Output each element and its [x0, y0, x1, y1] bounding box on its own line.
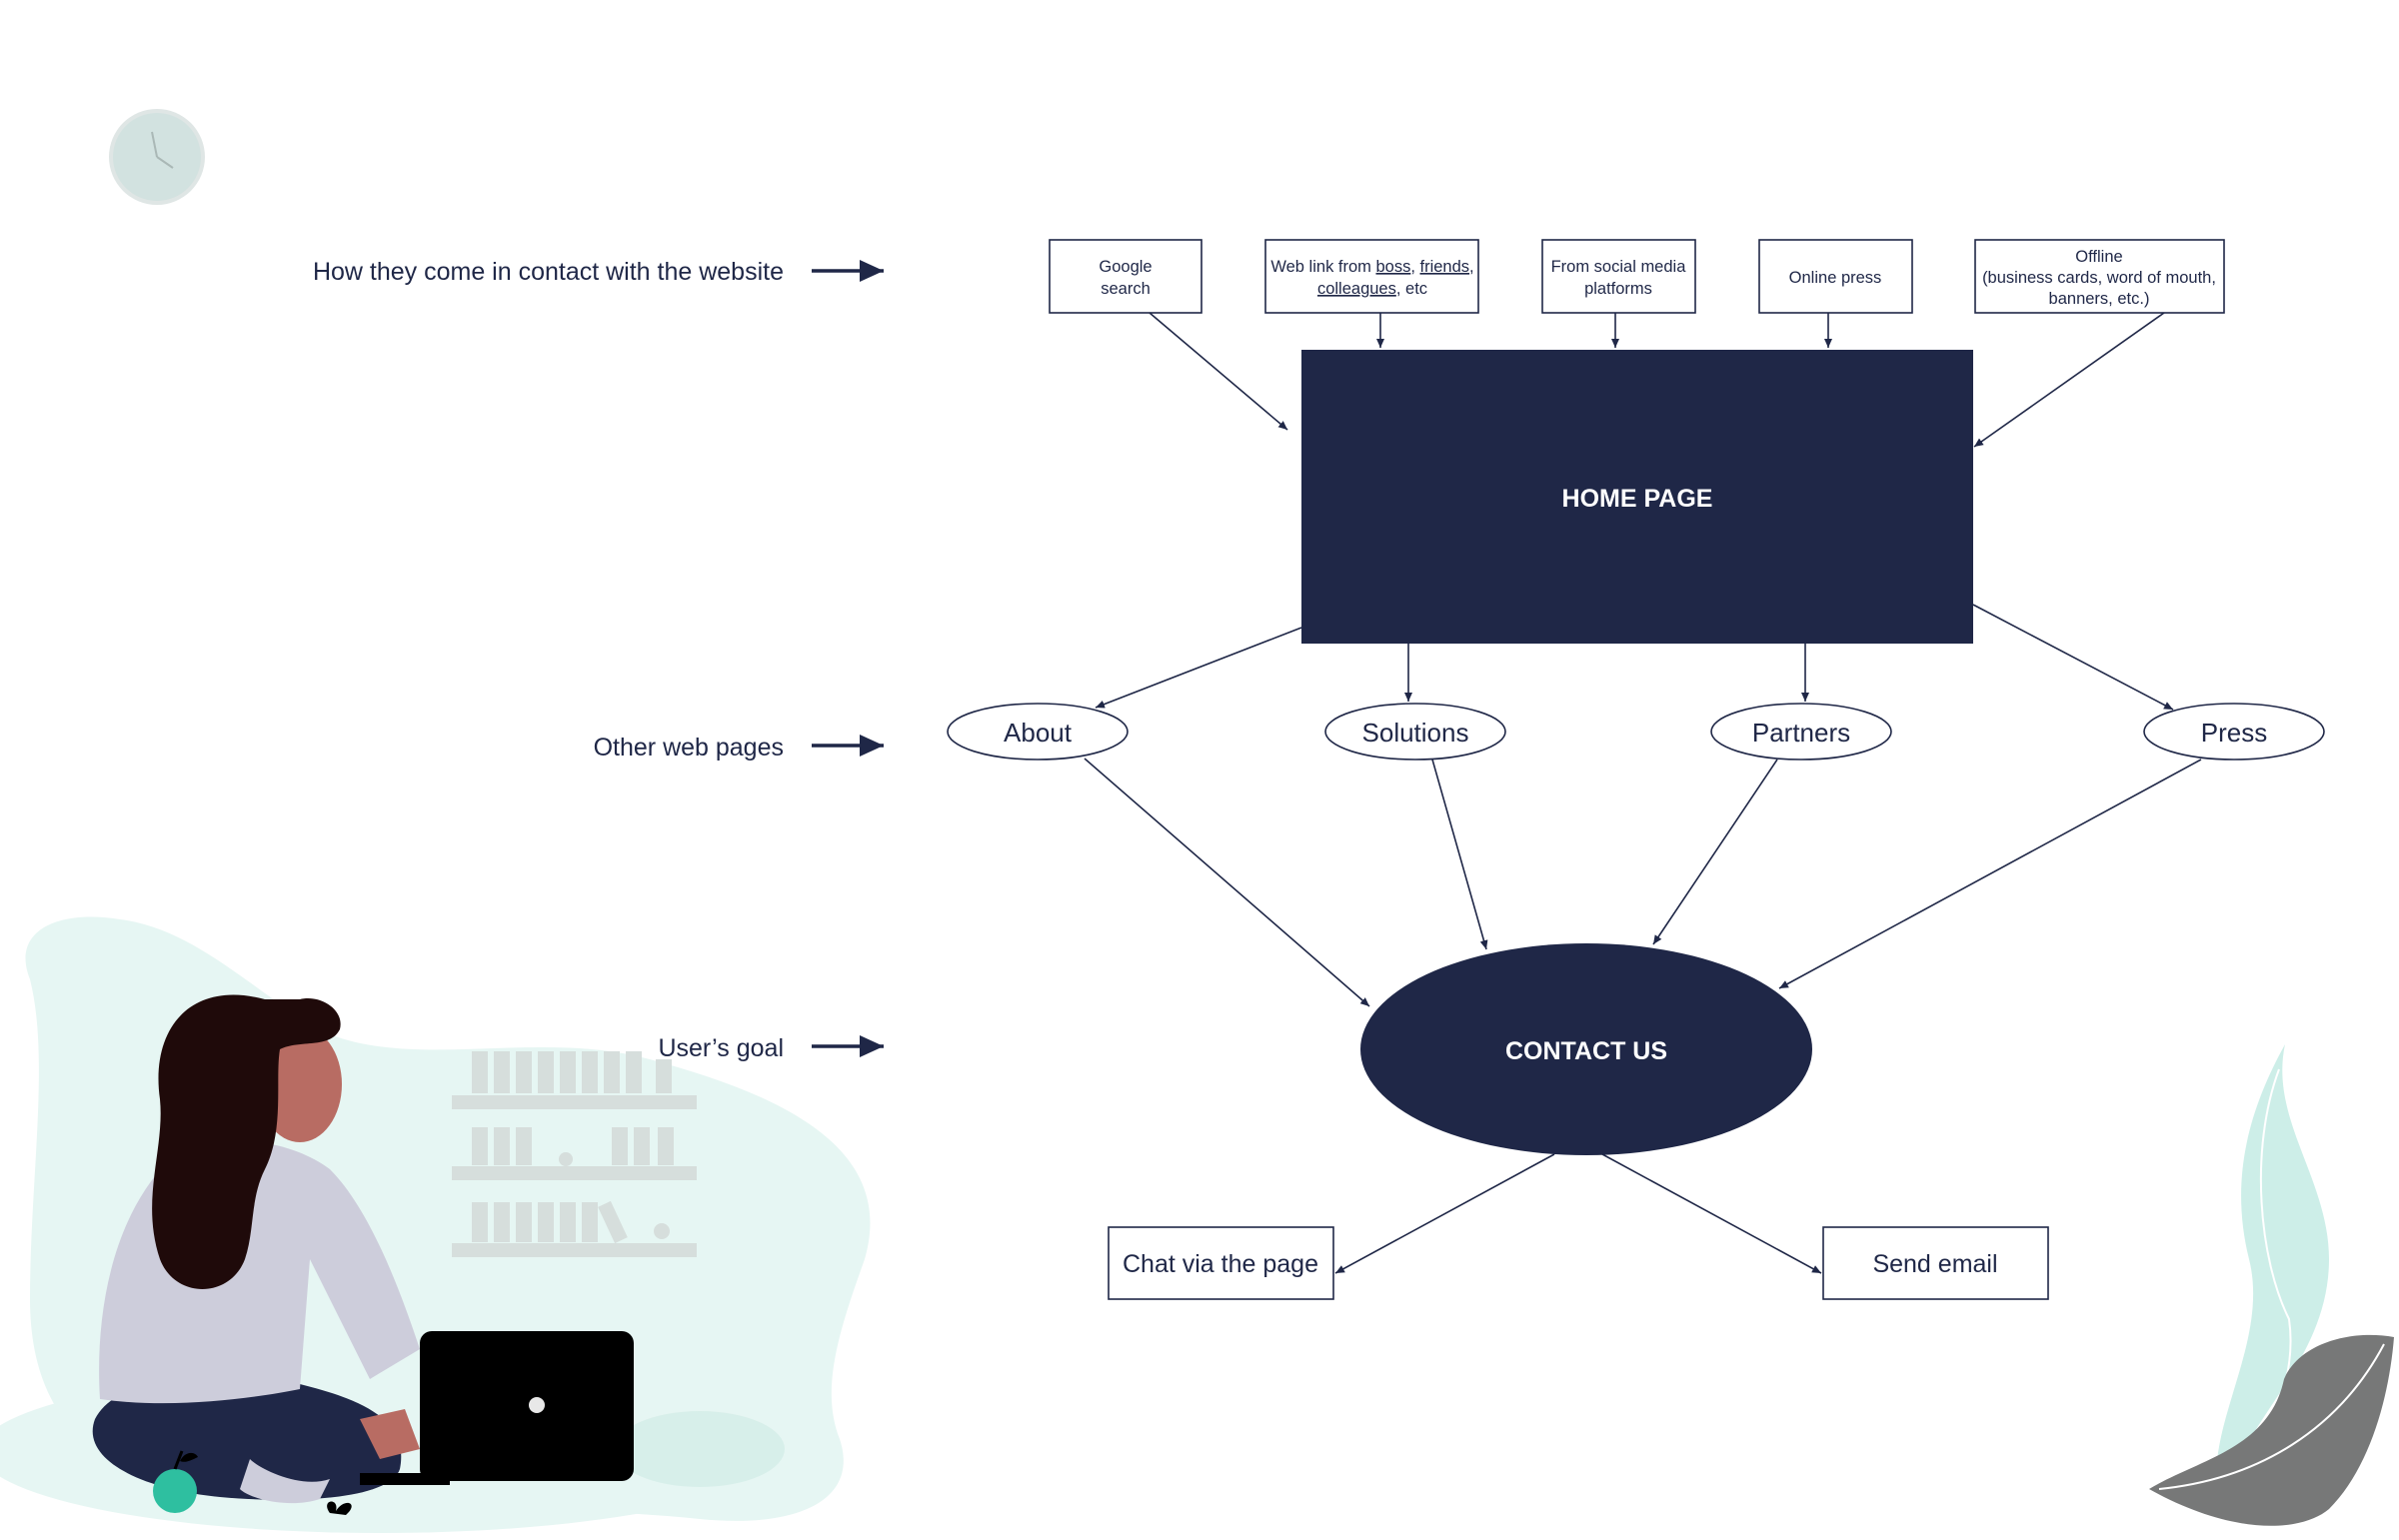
- svg-text:search: search: [1101, 280, 1151, 298]
- apple-illustration: [153, 1450, 198, 1513]
- woman-figure: [92, 994, 421, 1504]
- svg-text:platforms: platforms: [1584, 280, 1652, 298]
- svg-text:Online press: Online press: [1789, 269, 1882, 287]
- page-solutions: Solutions: [1324, 703, 1506, 761]
- svg-text:Solutions: Solutions: [1362, 718, 1469, 748]
- svg-text:Web link from boss, friends,: Web link from boss, friends,: [1270, 258, 1473, 276]
- row-label-pages-text: Other web pages: [594, 734, 784, 762]
- svg-text:About: About: [1004, 718, 1073, 748]
- arrow-partners-to-contact: [1652, 759, 1778, 945]
- arrow-offline-to-home: [1973, 312, 2165, 448]
- svg-text:colleagues, etc: colleagues, etc: [1317, 280, 1427, 298]
- svg-text:Press: Press: [2201, 718, 2267, 748]
- arrow-contact-to-chat: [1334, 1153, 1555, 1274]
- svg-text:Chat via the page: Chat via the page: [1123, 1250, 1318, 1278]
- svg-text:Send email: Send email: [1872, 1250, 1997, 1278]
- source-google-search: Google search: [1049, 239, 1202, 314]
- arrow-home-to-press: [1972, 604, 2174, 711]
- row-label-goal: User’s goal: [658, 1034, 884, 1062]
- row-label-goal-text: User’s goal: [658, 1034, 784, 1062]
- leaf-plant-illustration: [2149, 1044, 2394, 1526]
- goal-chat: Chat via the page: [1108, 1226, 1334, 1300]
- source-social-media: From social media platforms: [1541, 239, 1696, 314]
- page-about: About: [947, 703, 1129, 761]
- arrow-contact-to-email: [1601, 1153, 1822, 1274]
- source-offline: Offline (business cards, word of mouth, …: [1974, 239, 2225, 314]
- svg-text:banners, etc.): banners, etc.): [2049, 290, 2150, 308]
- clock-icon: [109, 109, 205, 205]
- arrow-press-to-contact: [1778, 759, 2202, 989]
- row-label-contact: How they come in contact with the websit…: [313, 258, 884, 286]
- arrow-google-to-home: [1149, 312, 1288, 431]
- contact-us-node: CONTACT US: [1360, 943, 1812, 1155]
- svg-text:Offline: Offline: [2075, 248, 2122, 266]
- arrow-solutions-to-contact: [1431, 759, 1488, 950]
- source-web-link: Web link from boss, friends, colleagues,…: [1264, 239, 1479, 314]
- source-online-press: Online press: [1758, 239, 1913, 314]
- arrow-home-to-about: [1095, 627, 1302, 709]
- home-page-node: HOME PAGE: [1301, 350, 1973, 644]
- svg-text:CONTACT US: CONTACT US: [1505, 1037, 1667, 1065]
- page-partners: Partners: [1710, 703, 1892, 761]
- svg-text:Partners: Partners: [1752, 718, 1850, 748]
- goal-email: Send email: [1822, 1226, 2049, 1300]
- woman-with-laptop-illustration: [0, 916, 871, 1533]
- row-label-pages: Other web pages: [594, 734, 884, 762]
- pot-plant-icon: [327, 1501, 352, 1515]
- svg-text:HOME PAGE: HOME PAGE: [1562, 485, 1713, 513]
- row-label-contact-text: How they come in contact with the websit…: [313, 258, 784, 286]
- svg-text:From social media: From social media: [1551, 258, 1687, 276]
- page-press: Press: [2143, 703, 2325, 761]
- laptop-illustration: [360, 1331, 634, 1485]
- arrow-about-to-contact: [1084, 758, 1370, 1007]
- bookshelf-illustration: [452, 1051, 697, 1257]
- svg-text:(business cards, word of mouth: (business cards, word of mouth,: [1982, 269, 2216, 287]
- svg-text:Google: Google: [1099, 258, 1152, 276]
